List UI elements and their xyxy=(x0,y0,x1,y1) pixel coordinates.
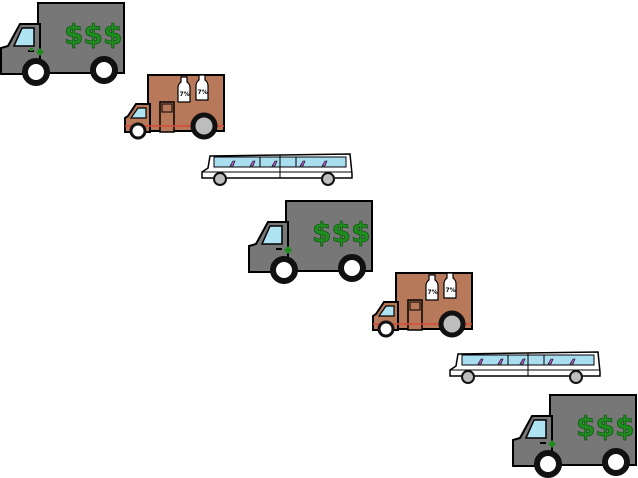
bottle-icon: 7% xyxy=(177,76,191,103)
money-sign: $$$ xyxy=(576,410,634,443)
wheel-icon xyxy=(338,254,366,282)
wheel-icon xyxy=(569,370,583,384)
armored-truck-1: $$$ xyxy=(0,2,126,86)
svg-text:7%: 7% xyxy=(446,287,456,294)
liquor-truck-1: 7% 7% xyxy=(124,74,226,142)
svg-text:7%: 7% xyxy=(198,89,208,96)
wheel-icon xyxy=(22,58,50,86)
wheel-icon xyxy=(270,256,298,284)
bottle-icon: 7% xyxy=(443,272,457,299)
wheel-icon xyxy=(602,448,630,476)
money-sign: $$$ xyxy=(64,18,122,51)
svg-text:7%: 7% xyxy=(428,289,438,296)
wheel-icon xyxy=(461,370,475,384)
svg-text:7%: 7% xyxy=(180,91,190,98)
wheel-icon xyxy=(321,172,335,186)
wheel-icon xyxy=(377,320,395,338)
wheel-icon xyxy=(129,122,147,140)
wheel-icon xyxy=(534,450,562,478)
armored-truck-3: $$$ xyxy=(512,394,638,478)
wheel-icon xyxy=(90,56,118,84)
bottle-icon: 7% xyxy=(195,74,209,101)
limousine-2 xyxy=(448,348,602,386)
liquor-truck-2: 7% 7% xyxy=(372,272,474,340)
wheel-icon xyxy=(190,112,218,140)
wheel-icon xyxy=(213,172,227,186)
bottle-icon: 7% xyxy=(425,274,439,301)
wheel-icon xyxy=(438,310,466,338)
limousine-1 xyxy=(200,150,354,188)
money-sign: $$$ xyxy=(312,216,370,249)
armored-truck-2: $$$ xyxy=(248,200,374,284)
